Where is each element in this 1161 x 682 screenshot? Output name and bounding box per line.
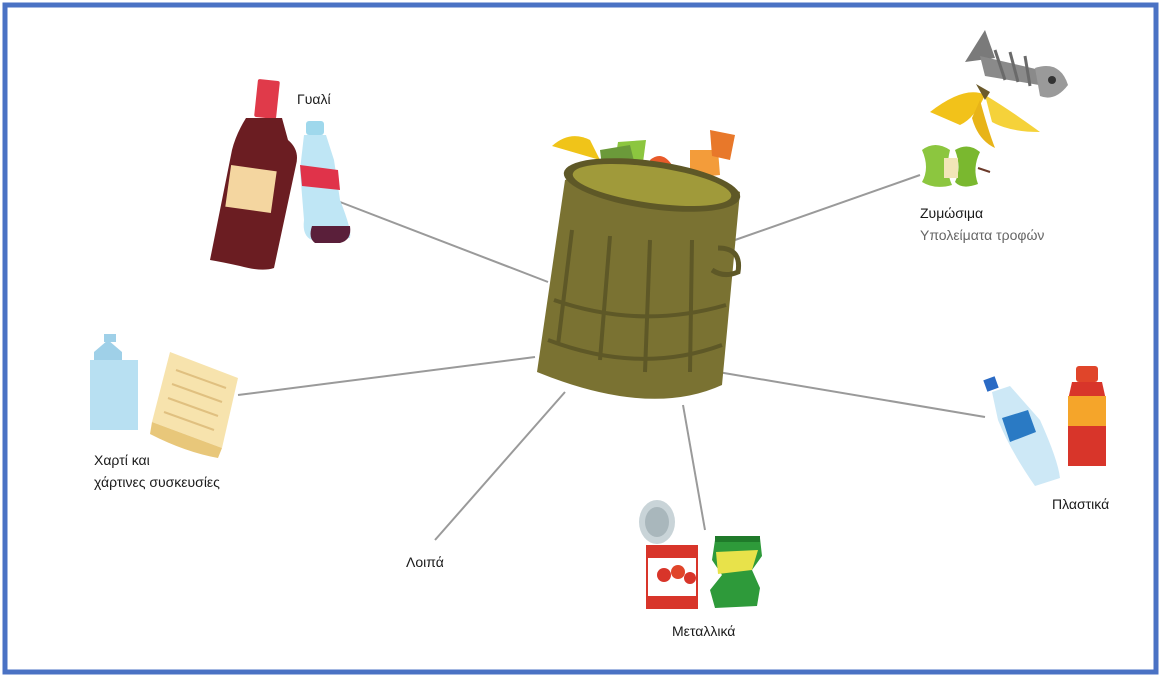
- crushed-can-icon: [710, 536, 762, 608]
- connector-organic: [734, 174, 921, 241]
- connector-lines: [237, 174, 986, 541]
- connector-metal: [682, 404, 706, 531]
- connector-paper: [237, 356, 536, 396]
- paper-sheet-icon: [150, 352, 238, 458]
- soda-bottle-icon: [300, 121, 351, 243]
- label-other: Λοιπά: [406, 554, 444, 570]
- trash-can-icon: [537, 130, 742, 399]
- label-paper-line1: Χαρτί και: [94, 452, 150, 468]
- sauce-bottle-icon: [1068, 366, 1106, 466]
- milk-carton-icon: [90, 334, 138, 430]
- connector-glass: [339, 201, 549, 283]
- label-organic-sub: Υπολείματα τροφών: [920, 227, 1044, 243]
- banana-peel-icon: [930, 84, 1040, 148]
- label-glass: Γυαλί: [297, 91, 331, 107]
- water-bottle-icon: [983, 376, 1060, 486]
- apple-core-icon: [922, 145, 991, 187]
- label-metal: Μεταλλικά: [672, 623, 735, 639]
- label-plastic: Πλαστικά: [1052, 496, 1109, 512]
- connector-other: [434, 391, 566, 541]
- wine-bottle-icon: [210, 79, 297, 270]
- connector-plastic: [717, 371, 986, 418]
- fish-bone-icon: [965, 30, 1068, 98]
- label-paper-line2: χάρτινες συσκευσίες: [94, 474, 220, 490]
- label-organic: Ζυμώσιμα: [920, 205, 983, 221]
- tomato-can-icon: [639, 500, 698, 609]
